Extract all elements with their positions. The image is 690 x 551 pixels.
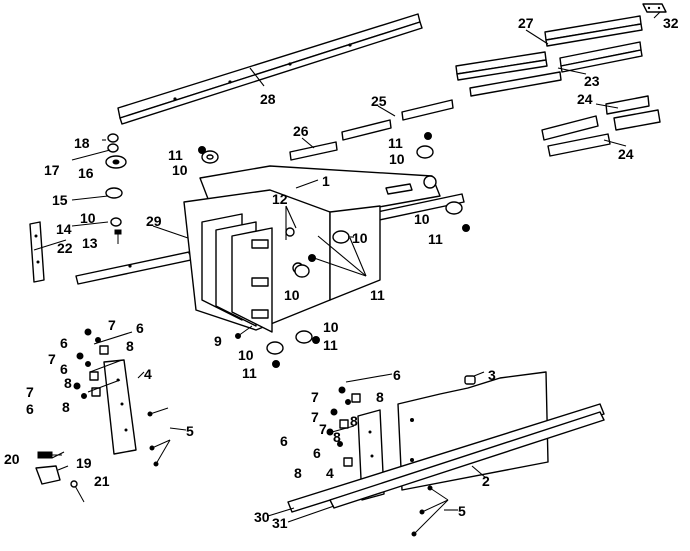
- callout-26: 26: [293, 123, 309, 139]
- part-9-bolt: [235, 325, 253, 339]
- callout-10-lower: 10: [284, 287, 300, 303]
- callout-1: 1: [322, 173, 330, 189]
- callout-8-right-c: 8: [333, 429, 341, 445]
- callout-6-right-a: 6: [393, 367, 401, 383]
- part-23-angle-strip: [469, 41, 643, 97]
- callout-10-frame-left: 10: [172, 162, 188, 178]
- part-28-long-angle-rail: [117, 13, 423, 125]
- part-6-lock-washer-right: [337, 399, 351, 447]
- callout-18: 18: [74, 135, 90, 151]
- callout-10-center: 10: [352, 230, 368, 246]
- callout-7-left-c: 7: [26, 384, 34, 400]
- callout-8-right-d: 8: [294, 465, 302, 481]
- callout-19: 19: [76, 455, 92, 471]
- callout-leader-lines: [33, 11, 661, 523]
- callout-8-left-c: 8: [62, 399, 70, 415]
- callout-7-right-c: 7: [319, 421, 327, 437]
- callout-31: 31: [272, 515, 288, 531]
- part-26-strip: [289, 141, 338, 161]
- callout-11-frame-left: 11: [168, 147, 183, 163]
- callout-23: 23: [584, 73, 600, 89]
- callout-24-top: 24: [577, 91, 593, 107]
- part-32-small-plate: [642, 3, 667, 13]
- callout-8-right-b: 8: [350, 413, 358, 429]
- callout-7-right-a: 7: [311, 389, 319, 405]
- part-10-washer: [105, 145, 463, 355]
- callout-25: 25: [371, 93, 387, 109]
- part-24-angle-bracket: [541, 95, 661, 157]
- callout-21: 21: [94, 473, 110, 489]
- callout-12: 12: [272, 191, 288, 207]
- callout-15: 15: [52, 192, 68, 208]
- callout-14: 14: [56, 221, 72, 237]
- callout-27: 27: [518, 15, 534, 31]
- callout-28: 28: [260, 91, 276, 107]
- part-5-bolt-set-right: [411, 485, 449, 537]
- callout-24-bottom: 24: [618, 146, 634, 162]
- callout-7-left-b: 7: [48, 351, 56, 367]
- callout-7-left-a: 7: [108, 317, 116, 333]
- part-31-long-bar: [329, 411, 605, 509]
- part-19-clip: [35, 465, 61, 485]
- part-13-bolt: [114, 229, 122, 244]
- callout-20: 20: [4, 451, 20, 467]
- callout-17: 17: [44, 162, 60, 178]
- callout-11-center: 11: [370, 287, 385, 303]
- callout-8-left-a: 8: [126, 338, 134, 354]
- callout-6-right-b: 6: [280, 433, 288, 449]
- callout-6-left-b: 6: [60, 335, 68, 351]
- callout-5-left: 5: [186, 423, 194, 439]
- callout-8-left-b: 8: [64, 375, 72, 391]
- callout-6-right-c: 6: [313, 445, 321, 461]
- callout-3: 3: [488, 367, 496, 383]
- part-1-main-frame: [183, 165, 441, 333]
- part-8-clip: [89, 345, 109, 397]
- callout-6-left-d: 6: [26, 401, 34, 417]
- callout-32: 32: [663, 15, 679, 31]
- callout-8-right-a: 8: [376, 389, 384, 405]
- callout-10-left: 10: [80, 210, 96, 226]
- part-27-angle-strip: [455, 15, 643, 81]
- callout-10-right: 10: [414, 211, 430, 227]
- callout-29: 29: [146, 213, 162, 229]
- callout-4-left: 4: [144, 366, 152, 382]
- callout-7-right-b: 7: [311, 409, 319, 425]
- part-16-cup-washer: [105, 155, 127, 169]
- callout-5-right: 5: [458, 503, 466, 519]
- part-8-clip-right: [339, 393, 361, 467]
- part-5-bolt-set: [147, 407, 171, 467]
- callout-16: 16: [78, 165, 94, 181]
- callout-6-left-c: 6: [60, 361, 68, 377]
- callout-6-left-a: 6: [136, 320, 144, 336]
- callout-11-bottom-right: 11: [323, 337, 338, 353]
- part-14-washer: [110, 217, 122, 227]
- part-25-strip: [341, 99, 454, 141]
- part-18-nut: [107, 133, 119, 153]
- callout-4-right: 4: [326, 465, 334, 481]
- callout-10-frame-right: 10: [389, 151, 405, 167]
- callout-2: 2: [482, 473, 490, 489]
- part-3-bushing: [464, 375, 476, 385]
- callout-11-frame-right: 11: [388, 135, 403, 151]
- callout-30: 30: [254, 509, 270, 525]
- callout-13: 13: [82, 235, 98, 251]
- part-11-nut: [198, 132, 470, 368]
- callout-22: 22: [57, 240, 73, 256]
- callout-9: 9: [214, 333, 222, 349]
- part-21-bolt: [70, 480, 85, 503]
- callout-11-bottom-left: 11: [242, 365, 257, 381]
- part-4-bracket-plate: [103, 359, 137, 455]
- callout-10-bottom-left: 10: [238, 347, 254, 363]
- callout-10-bottom-right: 10: [323, 319, 339, 335]
- part-7-nut: [73, 328, 92, 390]
- callout-11-right: 11: [428, 231, 443, 247]
- part-22-strap: [29, 221, 45, 283]
